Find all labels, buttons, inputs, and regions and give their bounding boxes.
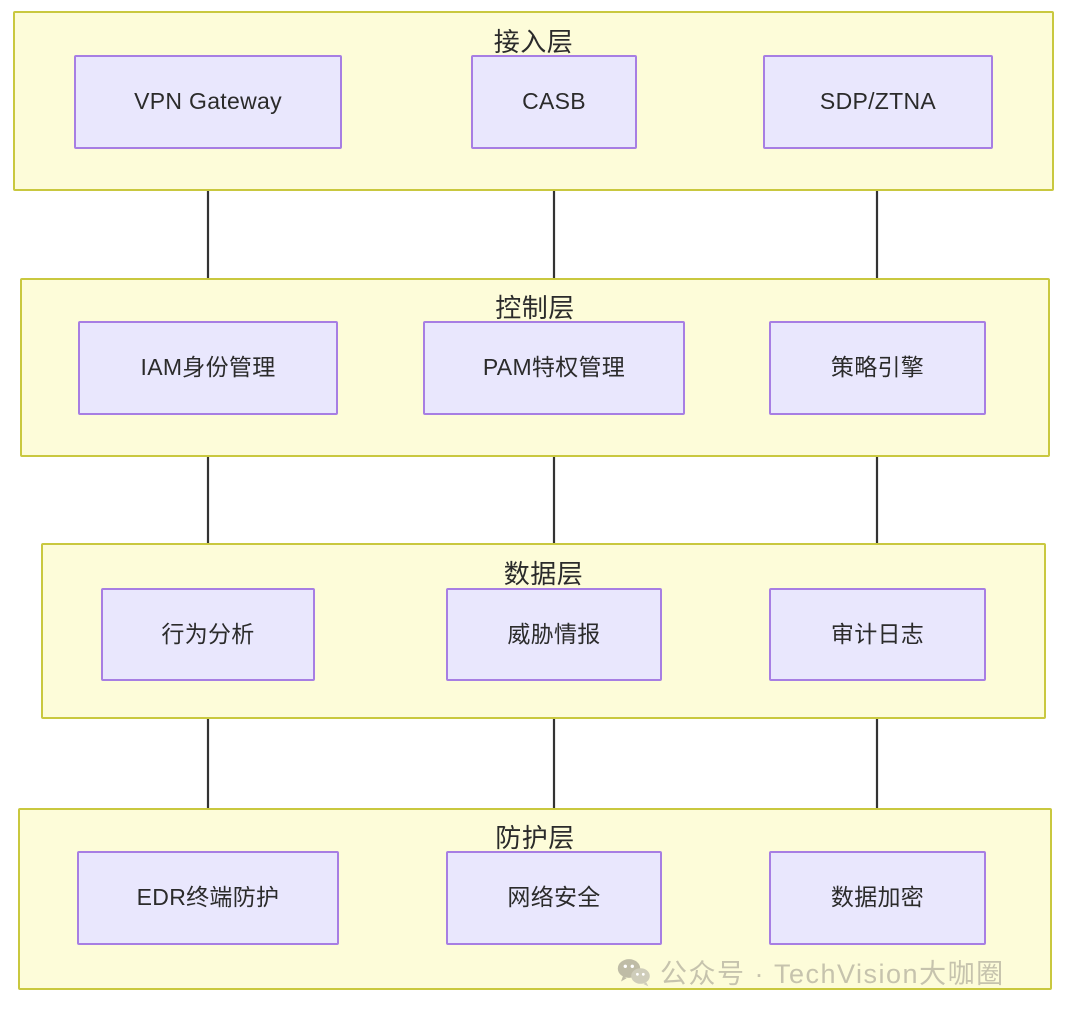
- node-casb-label: CASB: [522, 88, 586, 115]
- layer-data-title: 数据层: [503, 559, 584, 589]
- layer-protection-title: 防护层: [495, 823, 575, 853]
- node-threat-intel[interactable]: 威胁情报: [446, 588, 662, 681]
- layer-access-title: 接入层: [493, 27, 574, 57]
- node-iam[interactable]: IAM身份管理: [78, 321, 338, 415]
- node-edr-label: EDR终端防护: [136, 884, 280, 911]
- node-vpn-gateway[interactable]: VPN Gateway: [74, 55, 342, 149]
- node-vpn-gateway-label: VPN Gateway: [134, 88, 282, 115]
- layer-control-title: 控制层: [495, 293, 575, 323]
- node-iam-label: IAM身份管理: [140, 354, 276, 381]
- node-behavior-analytics-label: 行为分析: [161, 620, 255, 647]
- node-network-security[interactable]: 网络安全: [446, 851, 662, 945]
- node-policy-engine[interactable]: 策略引擎: [769, 321, 986, 415]
- node-sdp-ztna[interactable]: SDP/ZTNA: [763, 55, 993, 149]
- node-behavior-analytics[interactable]: 行为分析: [101, 588, 315, 681]
- node-data-encryption-label: 数据加密: [830, 884, 925, 911]
- node-sdp-ztna-label: SDP/ZTNA: [819, 88, 937, 115]
- node-policy-engine-label: 策略引擎: [830, 354, 925, 381]
- node-threat-intel-label: 威胁情报: [507, 620, 601, 647]
- node-audit-log-label: 审计日志: [830, 620, 925, 647]
- node-pam-label: PAM特权管理: [482, 354, 626, 381]
- node-audit-log[interactable]: 审计日志: [769, 588, 986, 681]
- node-network-security-label: 网络安全: [507, 884, 601, 911]
- node-casb[interactable]: CASB: [471, 55, 637, 149]
- node-data-encryption[interactable]: 数据加密: [769, 851, 986, 945]
- node-edr[interactable]: EDR终端防护: [77, 851, 339, 945]
- node-pam[interactable]: PAM特权管理: [423, 321, 685, 415]
